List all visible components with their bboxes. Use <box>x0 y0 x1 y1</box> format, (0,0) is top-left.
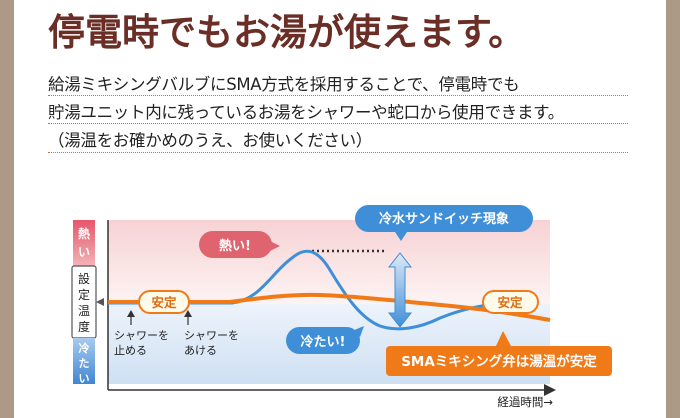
description-line-2: 貯湯ユニット内に残っているお湯をシャワーや蛇口から使用できます。 <box>48 103 564 122</box>
shower-stop-label-2: 止める <box>114 344 147 357</box>
sma-callout-text: SMAミキシング弁は湯温が安定 <box>401 353 597 370</box>
stable-right-badge <box>482 290 539 314</box>
setting-axis-label-4: 度 <box>78 319 90 334</box>
shower-open-label-2: あける <box>184 344 217 357</box>
cold-axis-label-2: た <box>79 357 90 370</box>
setting-pointer <box>96 298 104 306</box>
sma-temperature-line <box>108 292 551 322</box>
cold-callout <box>286 327 360 354</box>
dotted-divider <box>48 123 628 124</box>
shower-stop-label-1: シャワーを <box>114 329 169 342</box>
cold-callout-tail <box>352 326 364 337</box>
hot-axis-label-1: 熱 <box>78 226 90 241</box>
dotted-divider <box>48 95 628 96</box>
hot-callout <box>199 231 272 258</box>
cold-callout-text: 冷たい! <box>301 334 346 350</box>
cold-axis-label-1: 冷 <box>79 341 90 355</box>
hot-axis-bar <box>73 220 95 266</box>
description-line-3: （湯温をお確かめのうえ、お使いください） <box>48 131 373 150</box>
stable-right-text: 安定 <box>497 295 523 310</box>
cold-axis-bar <box>73 338 95 384</box>
hot-callout-tail <box>268 240 280 252</box>
sma-callout-tail <box>496 331 511 346</box>
page-title: 停電時でもお湯が使えます。 <box>48 10 526 54</box>
shower-open-arrowhead <box>184 310 192 317</box>
dotted-divider <box>48 152 628 153</box>
shower-stop-arrowhead <box>127 310 135 317</box>
sandwich-callout <box>355 205 533 232</box>
sandwich-callout-text: 冷水サンドイッチ現象 <box>379 211 509 227</box>
sma-callout <box>386 346 612 376</box>
setting-axis-label-3: 温 <box>78 304 90 318</box>
sandwich-range-arrow <box>387 252 413 328</box>
hot-axis-label-2: い <box>78 245 90 259</box>
stable-left-text: 安定 <box>151 295 177 310</box>
x-axis-label: 経過時間→ <box>497 395 553 409</box>
setting-axis-label-1: 設 <box>78 271 90 286</box>
cold-axis-label-3: い <box>79 372 90 385</box>
description-line-1: 給湯ミキシングバルブにSMA方式を採用することで、停電時でも <box>48 75 520 94</box>
stable-left-badge <box>138 290 190 314</box>
setting-axis-label-2: 定 <box>78 287 90 302</box>
hot-callout-text: 熱い! <box>219 238 251 254</box>
hot-zone <box>108 220 550 304</box>
sandwich-callout-tail <box>395 232 407 241</box>
conventional-temperature-line <box>108 249 501 331</box>
shower-open-label-1: シャワーを <box>184 329 239 342</box>
